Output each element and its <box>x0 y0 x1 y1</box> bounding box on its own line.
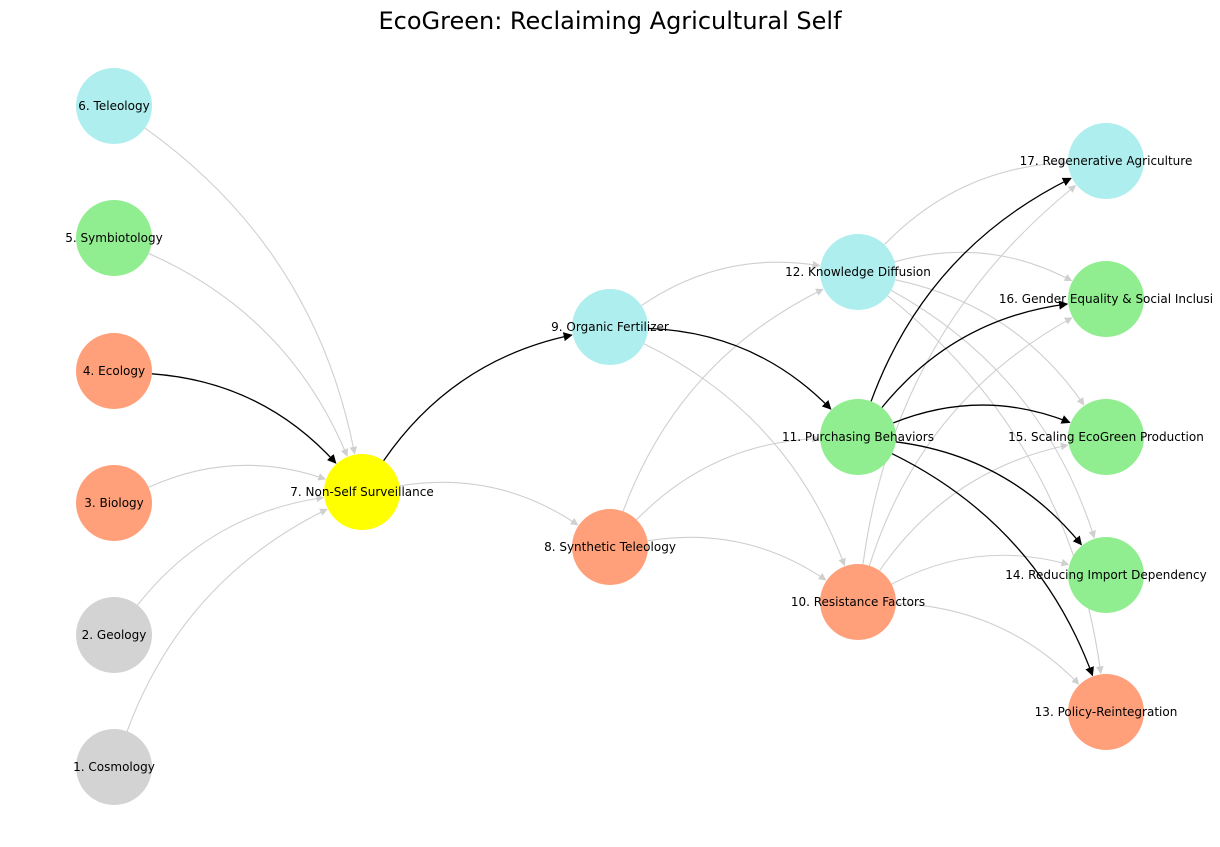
edge-8-to-10 <box>647 536 827 581</box>
node-4-circle <box>76 333 152 409</box>
node-15-label: 15. Scaling EcoGreen Production <box>1008 430 1204 444</box>
node-10-circle <box>820 564 896 640</box>
node-5: 5. Symbiotology <box>65 200 163 276</box>
edge-8-to-12 <box>622 288 824 512</box>
node-2-label: 2. Geology <box>82 628 147 642</box>
edge-12-to-13 <box>887 295 1104 675</box>
edge-10-to-14 <box>891 554 1070 585</box>
node-4: 4. Ecology <box>76 333 152 409</box>
node-16-circle <box>1068 261 1144 337</box>
node-5-circle <box>76 200 152 276</box>
node-11-circle <box>820 399 896 475</box>
node-17-circle <box>1068 123 1144 199</box>
node-10-label: 10. Resistance Factors <box>791 595 925 609</box>
node-13-label: 13. Policy-Reintegration <box>1035 705 1178 719</box>
node-12-circle <box>820 234 896 310</box>
node-1: 1. Cosmology <box>73 729 155 805</box>
node-3-label: 3. Biology <box>84 496 144 510</box>
diagram-title: EcoGreen: Reclaiming Agricultural Self <box>378 7 842 35</box>
node-17-label: 17. Regenerative Agriculture <box>1020 154 1193 168</box>
edge-6-to-7 <box>144 127 358 455</box>
edge-10-to-16 <box>868 317 1073 566</box>
node-17: 17. Regenerative Agriculture <box>1020 123 1193 199</box>
edge-9-to-10 <box>643 343 846 567</box>
node-16-label: 16. Gender Equality & Social Inclusi <box>999 292 1213 306</box>
node-11-label: 11. Purchasing Behaviors <box>782 430 934 444</box>
edge-9-to-12 <box>641 260 821 307</box>
edge-12-to-15 <box>895 279 1085 406</box>
node-8-circle <box>572 509 648 585</box>
edge-11-to-15 <box>893 404 1071 424</box>
edge-7-to-9 <box>383 332 573 462</box>
node-10: 10. Resistance Factors <box>791 564 925 640</box>
node-7-label: 7. Non-Self Surveillance <box>290 485 433 499</box>
edge-12-to-17 <box>884 159 1068 246</box>
node-4-label: 4. Ecology <box>83 364 145 378</box>
node-16: 16. Gender Equality & Social Inclusi <box>999 261 1213 337</box>
node-12: 12. Knowledge Diffusion <box>785 234 931 310</box>
node-14: 14. Reducing Import Dependency <box>1005 537 1207 613</box>
edge-9-to-11 <box>647 327 832 410</box>
node-13-circle <box>1068 674 1144 750</box>
node-12-label: 12. Knowledge Diffusion <box>785 265 931 279</box>
node-1-label: 1. Cosmology <box>73 760 155 774</box>
node-2-circle <box>76 597 152 673</box>
node-14-circle <box>1068 537 1144 613</box>
node-8: 8. Synthetic Teleology <box>544 509 676 585</box>
node-7: 7. Non-Self Surveillance <box>290 454 434 530</box>
node-9-circle <box>572 289 648 365</box>
node-6-circle <box>76 68 152 144</box>
edge-8-to-11 <box>636 434 820 521</box>
node-9-label: 9. Organic Fertilizer <box>551 320 669 334</box>
edge-4-to-7 <box>151 373 337 464</box>
edge-2-to-7 <box>137 494 325 606</box>
edge-11-to-16 <box>881 300 1069 408</box>
node-2: 2. Geology <box>76 597 152 673</box>
edge-10-to-15 <box>879 442 1069 572</box>
nodes-layer: 1. Cosmology 2. Geology 3. Biology 4. Ecolo… <box>65 68 1213 805</box>
node-8-label: 8. Synthetic Teleology <box>544 540 676 554</box>
node-5-label: 5. Symbiotology <box>65 231 162 245</box>
edge-12-to-14 <box>891 289 1096 539</box>
edge-5-to-7 <box>148 252 348 457</box>
node-14-label: 14. Reducing Import Dependency <box>1005 568 1206 582</box>
edge-1-to-7 <box>126 508 328 732</box>
edge-11-to-14 <box>895 441 1082 546</box>
node-7-circle <box>324 454 400 530</box>
node-15: 15. Scaling EcoGreen Production <box>1008 399 1204 475</box>
node-6-label: 6. Teleology <box>78 99 149 113</box>
node-15-circle <box>1068 399 1144 475</box>
edge-11-to-17 <box>870 177 1072 402</box>
node-1-circle <box>76 729 152 805</box>
node-6: 6. Teleology <box>76 68 152 144</box>
edge-11-to-13 <box>891 453 1094 677</box>
node-9: 9. Organic Fertilizer <box>551 289 669 365</box>
edge-7-to-8 <box>399 481 579 526</box>
node-13: 13. Policy-Reintegration <box>1035 674 1178 750</box>
edge-10-to-17 <box>862 185 1077 565</box>
node-11: 11. Purchasing Behaviors <box>782 399 934 475</box>
edge-10-to-13 <box>895 602 1080 685</box>
node-3-circle <box>76 465 152 541</box>
edge-12-to-16 <box>894 251 1073 282</box>
node-3: 3. Biology <box>76 465 152 541</box>
edge-3-to-7 <box>148 464 326 488</box>
edges-layer <box>126 127 1104 732</box>
